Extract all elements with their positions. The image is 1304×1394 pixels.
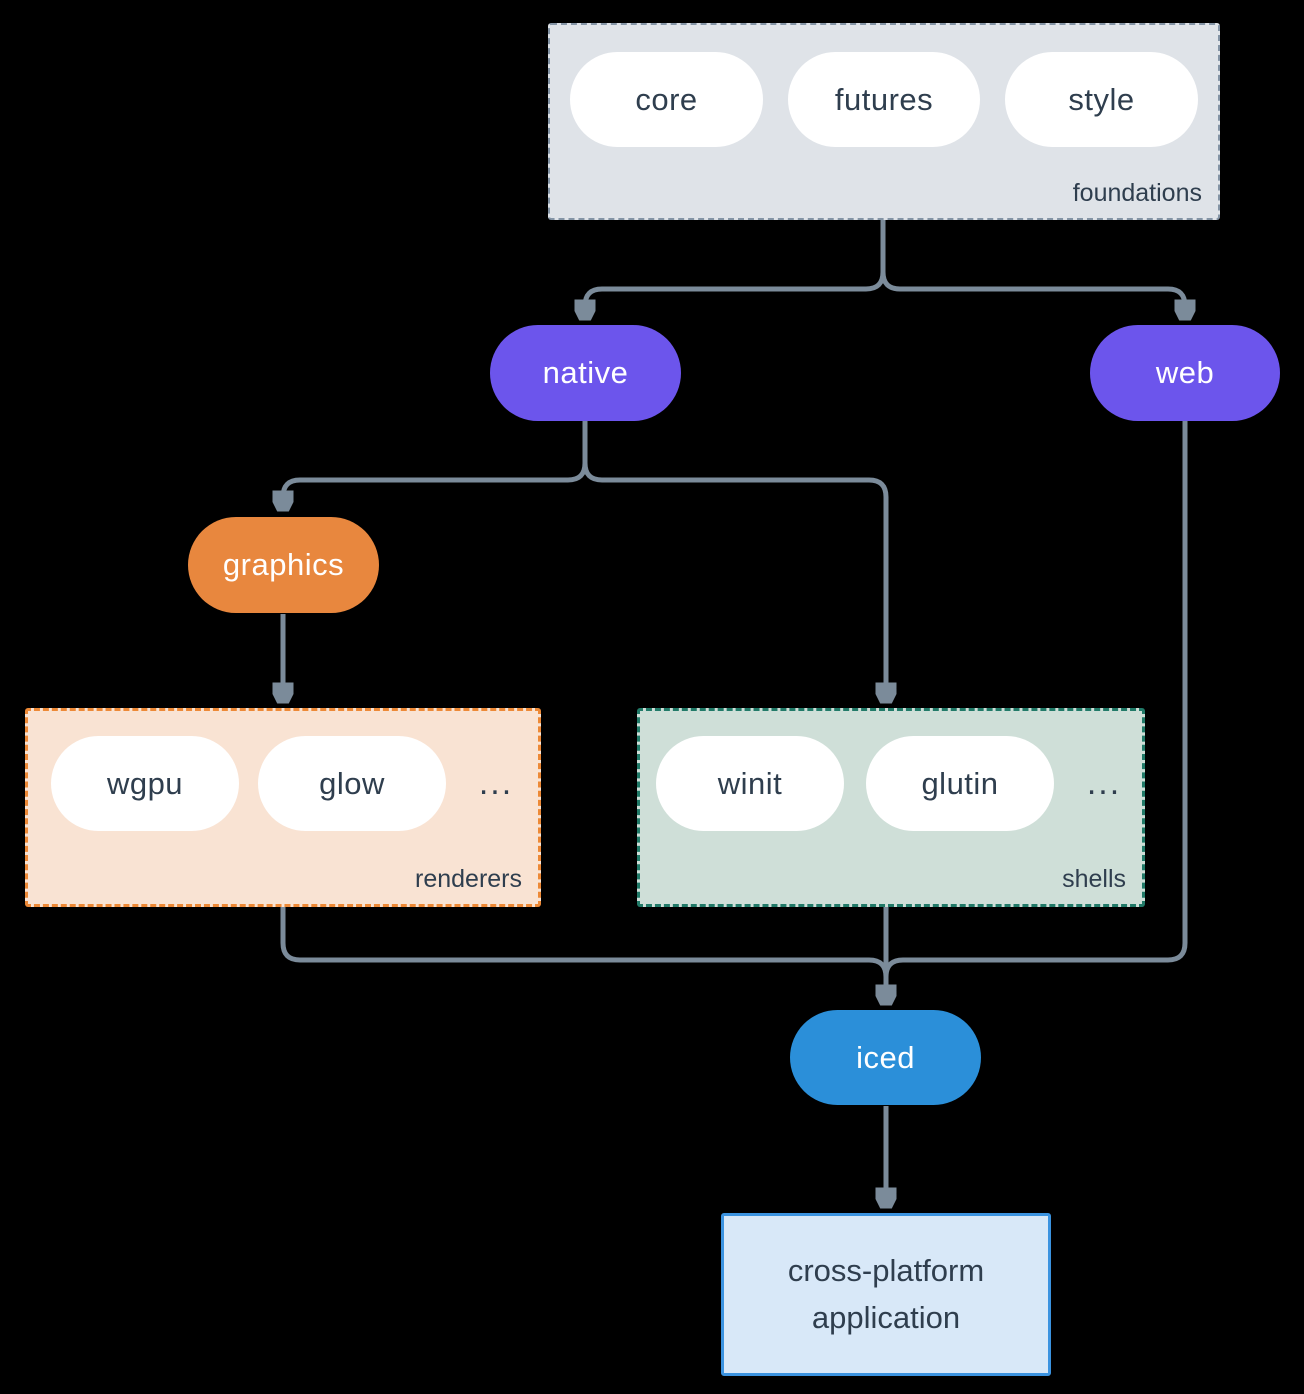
- node-cross-platform-application: cross-platform application: [721, 1213, 1051, 1376]
- edge-native-shells: [582, 421, 886, 697]
- node-glow: glow: [258, 736, 446, 831]
- node-native: native: [490, 325, 681, 421]
- node-style: style: [1005, 52, 1198, 147]
- node-winit: winit: [656, 736, 844, 831]
- edge-foundations-web: [880, 216, 1185, 314]
- node-glutin: glutin: [866, 736, 1054, 831]
- node-futures: futures: [788, 52, 980, 147]
- edge-foundations-native: [585, 216, 886, 314]
- edge-native-graphics: [283, 421, 588, 505]
- renderers-ellipsis: ...: [478, 764, 514, 802]
- foundations-group: core futures style foundations: [548, 23, 1220, 220]
- node-iced: iced: [790, 1010, 981, 1105]
- node-wgpu: wgpu: [51, 736, 239, 831]
- edge-renderers-merge: [280, 901, 889, 978]
- renderers-group: wgpu glow ... renderers: [25, 708, 541, 907]
- node-graphics: graphics: [188, 517, 379, 613]
- node-core: core: [570, 52, 763, 147]
- shells-ellipsis: ...: [1086, 764, 1122, 802]
- foundations-label: foundations: [1072, 179, 1202, 207]
- renderers-label: renderers: [415, 865, 522, 893]
- shells-label: shells: [1062, 865, 1126, 893]
- application-label-line2: application: [811, 1299, 961, 1335]
- shells-group: winit glutin ... shells: [637, 708, 1145, 907]
- node-web: web: [1090, 325, 1280, 421]
- application-label-line1: cross-platform: [787, 1253, 985, 1288]
